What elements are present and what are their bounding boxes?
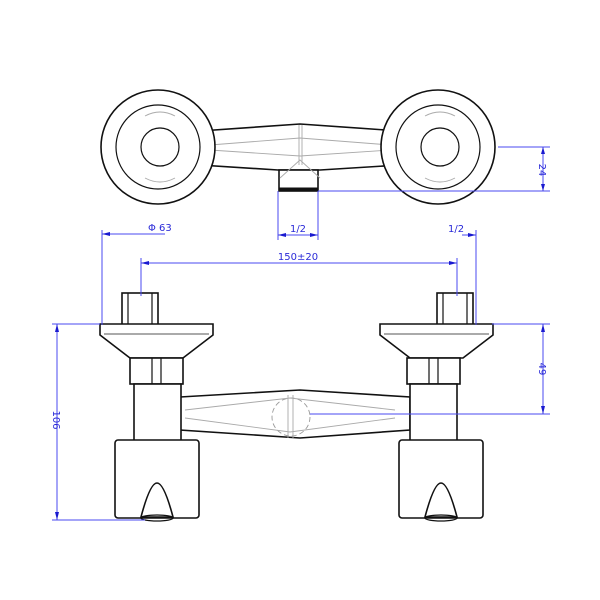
dimension-106: 106 — [50, 323, 145, 521]
crossbar-centerlines — [184, 395, 396, 438]
front-right-unit — [379, 292, 494, 522]
dimension-outlet-thread: 1/2 — [277, 191, 319, 240]
dimension-24: 24 — [318, 146, 550, 192]
dim-label-center-distance: 150±20 — [278, 252, 318, 263]
top-arm-centerlines — [209, 125, 391, 179]
top-left-handle — [100, 89, 216, 205]
top-outlet-nipple — [278, 169, 319, 192]
dim-label-outlet-thread: 1/2 — [290, 224, 306, 235]
top-body-arm — [199, 123, 401, 171]
dimension-center-distance: 150±20 — [140, 252, 458, 296]
dim-label-106: 106 — [50, 410, 61, 429]
dim-label-24: 24 — [536, 164, 547, 177]
dimension-inlet-thread: 1/2 — [448, 224, 477, 325]
dim-label-inlet-thread: 1/2 — [448, 224, 464, 235]
dim-label-49: 49 — [536, 363, 547, 376]
top-view — [100, 89, 496, 205]
front-left-unit — [99, 292, 214, 522]
dim-label-diameter: Φ 63 — [148, 223, 172, 234]
front-view — [99, 292, 494, 522]
dimension-diameter: Φ 63 — [101, 223, 172, 325]
dimension-49: 49 — [310, 323, 550, 415]
top-right-handle — [380, 89, 496, 205]
